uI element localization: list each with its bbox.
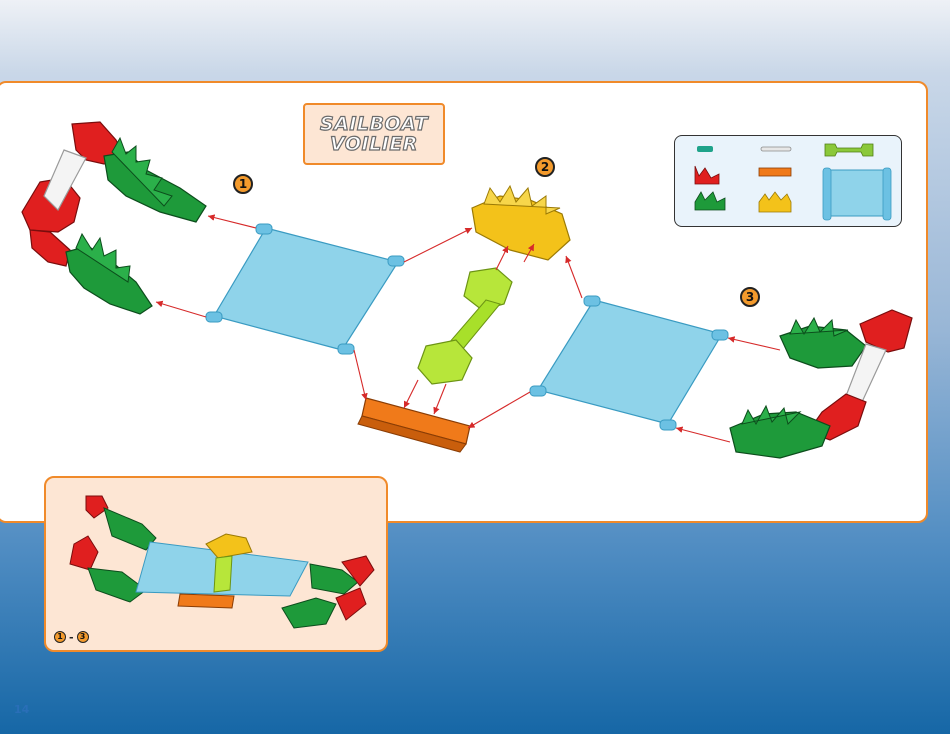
blue-panel-icon	[823, 168, 891, 220]
red-connector-icon	[695, 166, 719, 184]
page-number: 14	[14, 703, 29, 716]
inset-to-step: 3	[77, 631, 89, 643]
parts-legend-icons	[675, 136, 903, 228]
green-spacer-rod-icon	[825, 144, 873, 156]
inset-from-step: 1	[54, 631, 66, 643]
right-blue-panel	[530, 296, 728, 430]
completed-model-image	[46, 478, 390, 654]
step-2-badge: 2	[535, 157, 555, 177]
parts-legend	[674, 135, 902, 227]
inset-step-range: 1 - 3	[54, 630, 89, 644]
yellow-connector-icon	[759, 192, 791, 212]
orange-connector-icon	[759, 168, 791, 176]
completed-model-inset	[44, 476, 388, 652]
left-blue-panel	[206, 224, 404, 354]
green-connector-icon	[695, 192, 725, 210]
inset-separator: -	[69, 631, 74, 644]
step-3-badge: 3	[740, 287, 760, 307]
right-hull-assembly	[730, 310, 912, 458]
left-hull-assembly	[22, 122, 206, 314]
orange-connector-part	[358, 398, 470, 452]
lime-spacer-rod	[418, 268, 512, 384]
gray-rod-icon	[761, 147, 791, 151]
teal-connector-icon	[697, 146, 713, 152]
yellow-connector-part	[472, 186, 570, 260]
step-1-badge: 1	[233, 174, 253, 194]
